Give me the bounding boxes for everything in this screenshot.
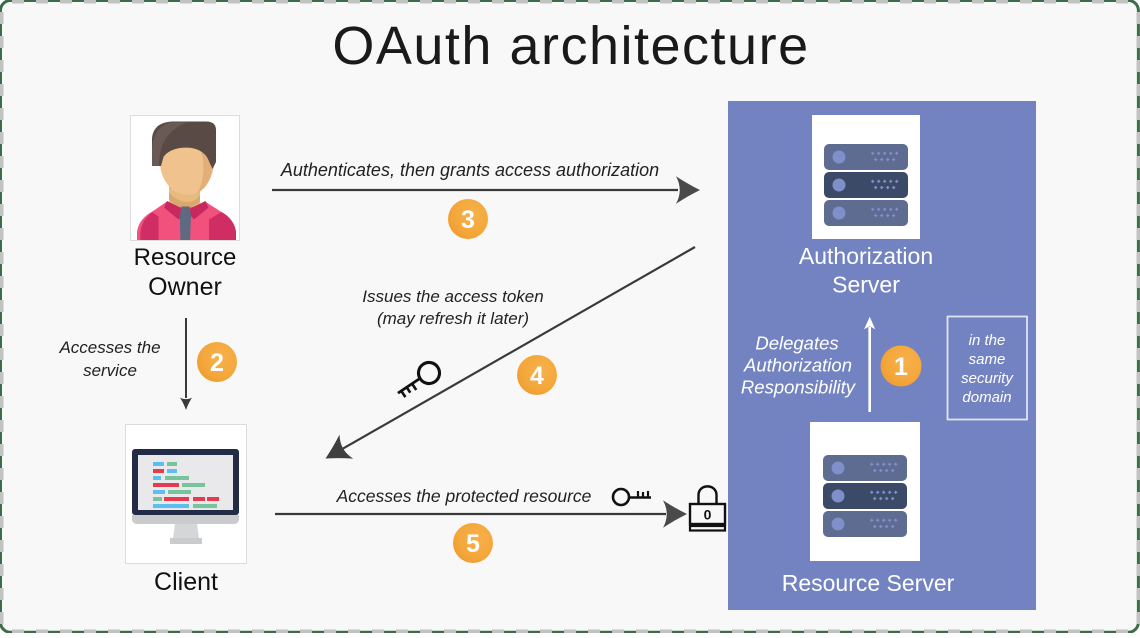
svg-text:in the: in the [969, 332, 1006, 349]
svg-text:Accesses the: Accesses the [58, 338, 160, 357]
svg-text:2: 2 [210, 349, 224, 377]
svg-text:OAuth architecture: OAuth architecture [332, 16, 809, 76]
svg-text:same: same [969, 351, 1006, 368]
svg-text:5: 5 [466, 530, 480, 558]
svg-text:Accesses the protected resourc: Accesses the protected resource [336, 486, 592, 506]
svg-text:1: 1 [894, 353, 908, 381]
svg-text:Client: Client [154, 568, 218, 596]
svg-text:Server: Server [832, 272, 900, 298]
svg-text:Delegates: Delegates [755, 333, 838, 354]
svg-text:3: 3 [461, 206, 475, 234]
svg-text:Authorization: Authorization [799, 243, 933, 269]
svg-text:Authenticates, then grants acc: Authenticates, then grants access author… [280, 160, 659, 180]
svg-text:Owner: Owner [148, 273, 222, 301]
svg-text:Authorization: Authorization [743, 355, 852, 376]
svg-text:Resource: Resource [134, 244, 237, 271]
svg-text:domain: domain [962, 389, 1011, 406]
svg-text:0: 0 [704, 507, 712, 523]
svg-text:4: 4 [530, 362, 544, 390]
svg-text:security: security [961, 370, 1014, 387]
svg-text:service: service [83, 361, 137, 380]
svg-text:Responsibility: Responsibility [741, 377, 857, 398]
svg-text:Resource Server: Resource Server [782, 570, 955, 596]
svg-text:(may refresh it later): (may refresh it later) [377, 309, 529, 328]
svg-text:Issues the access token: Issues the access token [362, 287, 543, 306]
